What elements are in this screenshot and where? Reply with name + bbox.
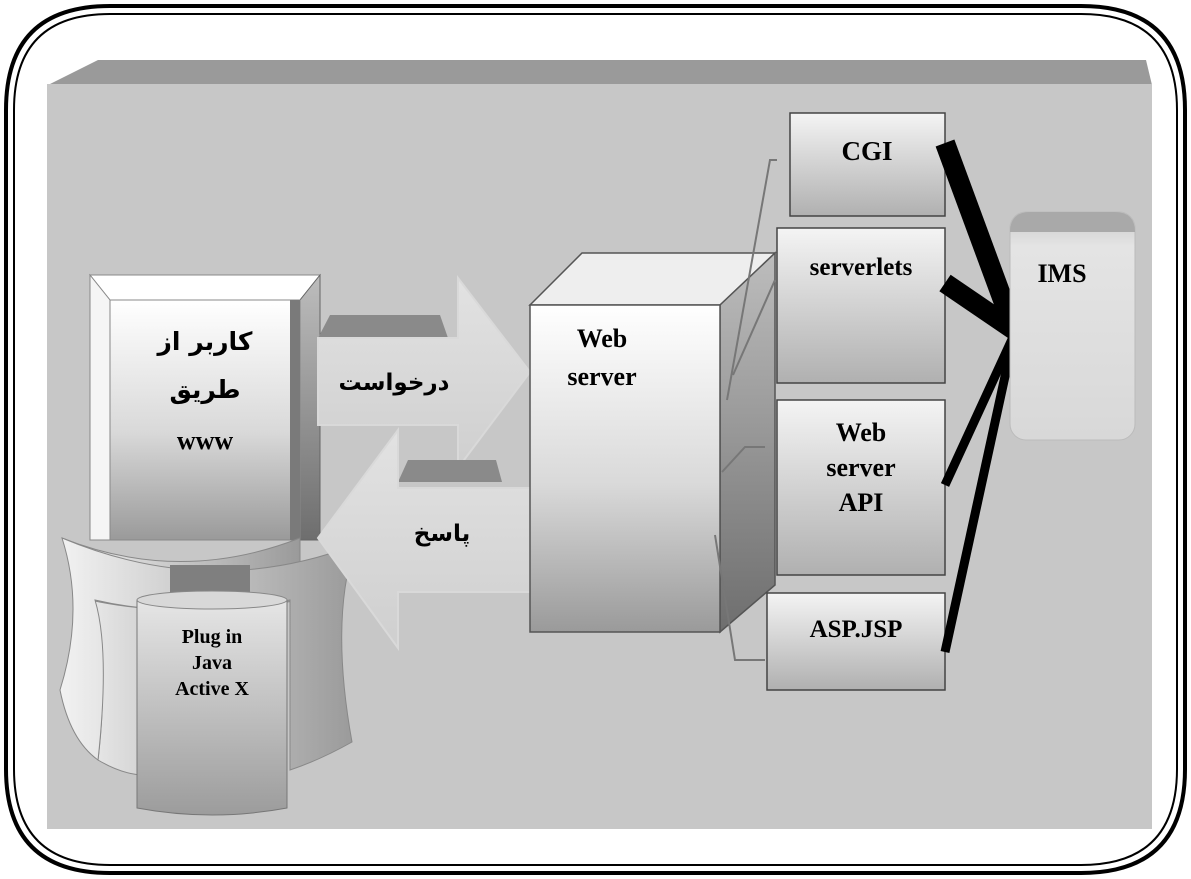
panel-top-bevel <box>48 60 1152 85</box>
inner-frame <box>13 13 1178 866</box>
ims-database <box>1009 211 1136 441</box>
asp-label: ASP.JSP <box>810 616 903 643</box>
request-label: درخواست <box>339 370 450 396</box>
client-tower <box>88 273 322 541</box>
client-label: کاربر از طریق www <box>156 327 253 455</box>
svg-text:Java: Java <box>192 652 232 674</box>
response-label: پاسخ <box>414 521 470 547</box>
api-label: Web server API <box>826 418 895 517</box>
cgi-label: CGI <box>841 136 892 166</box>
serverlets-box <box>776 227 946 384</box>
svg-text:server: server <box>826 453 895 482</box>
connector-lines <box>714 159 777 661</box>
svg-text:طریق: طریق <box>169 375 240 405</box>
svg-text:API: API <box>839 488 884 517</box>
svg-text:Active X: Active X <box>175 678 249 700</box>
ims-label: IMS <box>1037 259 1086 288</box>
svg-text:server: server <box>567 362 636 391</box>
svg-text:Plug in: Plug in <box>182 626 243 648</box>
svg-text:Web: Web <box>836 418 887 447</box>
response-arrow <box>316 426 531 652</box>
svg-text:www: www <box>177 426 234 455</box>
plugin-cylinder <box>136 590 288 816</box>
api-box <box>776 399 946 576</box>
serverlets-label: serverlets <box>810 254 913 281</box>
svg-text:کاربر از: کاربر از <box>156 327 253 357</box>
web-server-label: Web server <box>567 324 636 391</box>
request-arrow <box>317 275 532 471</box>
ims-links <box>935 139 1024 653</box>
web-server-tower <box>528 251 777 634</box>
asp-box <box>766 592 946 691</box>
svg-text:Web: Web <box>577 324 628 353</box>
plugin-label: Plug in Java Active X <box>175 626 249 700</box>
